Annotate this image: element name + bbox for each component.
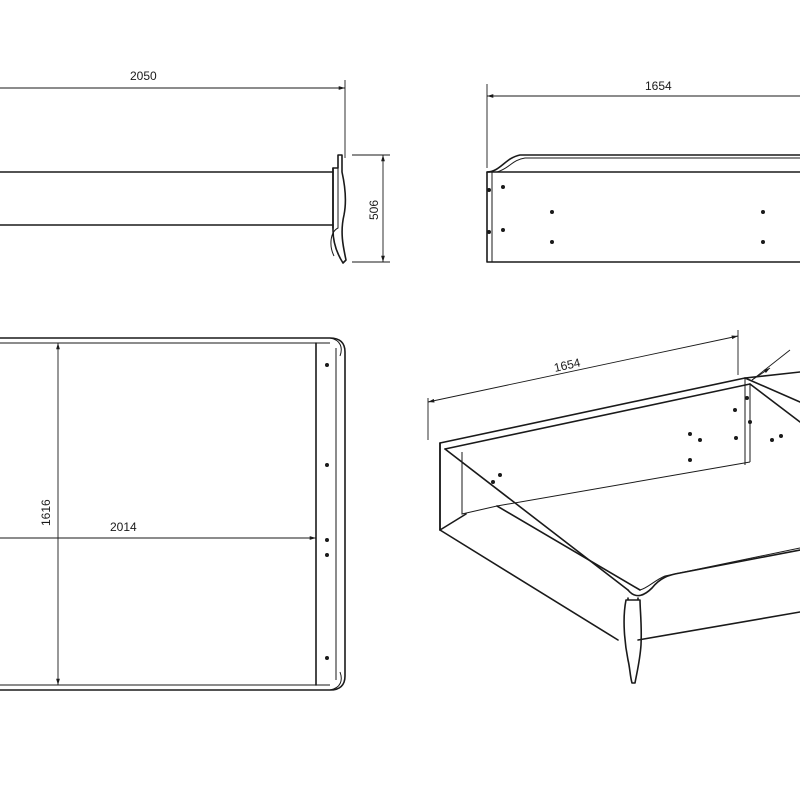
dim-side-height: 506 [367, 200, 381, 220]
dim-front-width: 1654 [645, 79, 672, 93]
dim-iso-width: 1654 [553, 355, 582, 375]
top-view: 1616 2014 [0, 337, 346, 691]
dim-side-length: 2050 [130, 69, 157, 83]
dim-top-width: 1616 [39, 499, 53, 526]
isometric-view: 1654 [427, 330, 800, 684]
front-view: 1654 [486, 79, 800, 263]
dim-top-length: 2014 [110, 520, 137, 534]
side-view: 2050 506 [0, 69, 390, 264]
